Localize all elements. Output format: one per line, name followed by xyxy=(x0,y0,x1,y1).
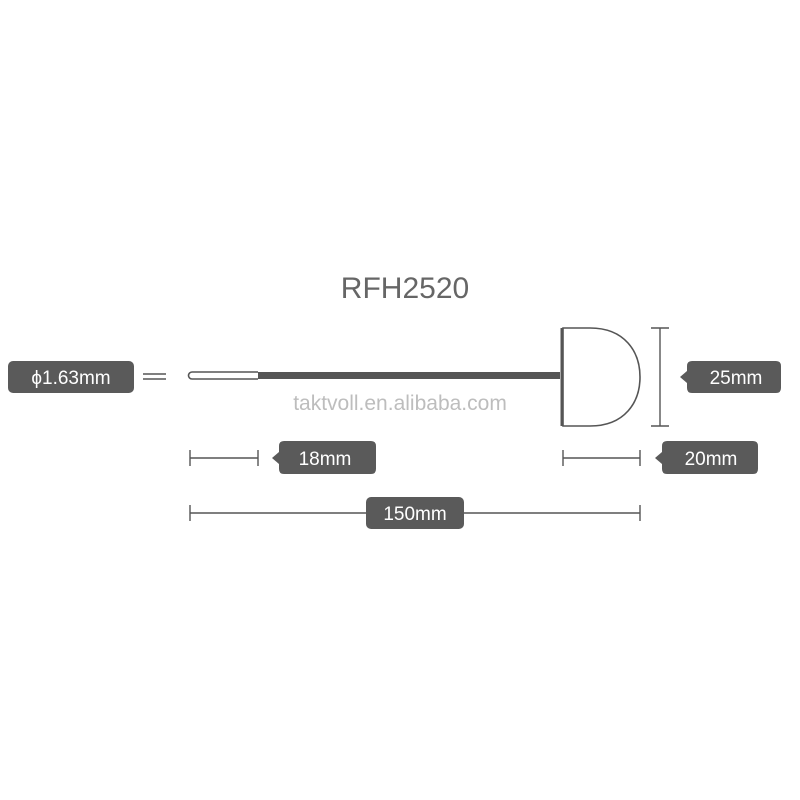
watermark-text: taktvoll.en.alibaba.com xyxy=(293,392,507,415)
total-length-label: 150mm xyxy=(366,497,464,529)
head-height-label-text: 25mm xyxy=(710,368,763,389)
probe-tip xyxy=(187,371,258,380)
head-length-label: 20mm xyxy=(655,441,758,474)
diameter-label: ϕ1.63mm xyxy=(8,361,134,393)
tip-length-dimension-line xyxy=(189,450,259,466)
total-length-label-text: 150mm xyxy=(383,504,446,525)
probe-head xyxy=(562,327,641,427)
model-title: RFH2520 xyxy=(341,272,469,305)
tip-length-label-text: 18mm xyxy=(299,449,352,470)
head-length-dimension-line xyxy=(562,450,641,466)
diameter-label-text: ϕ1.63mm xyxy=(31,368,110,389)
tip-length-label: 18mm xyxy=(272,441,376,474)
head-height-label: 25mm xyxy=(680,361,781,393)
probe-shaft xyxy=(258,372,560,379)
head-length-label-text: 20mm xyxy=(685,449,738,470)
head-height-dimension-line xyxy=(651,327,669,427)
total-length-dimension-line xyxy=(189,505,641,521)
